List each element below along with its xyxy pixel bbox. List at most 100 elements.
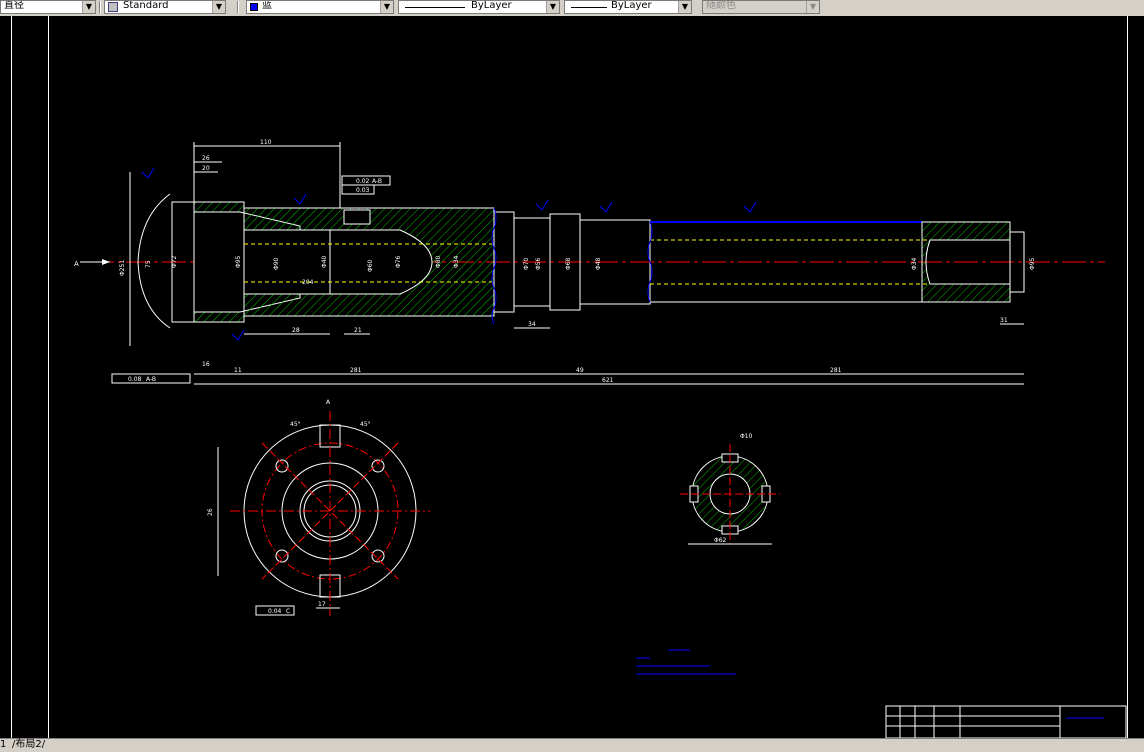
bolt-hole bbox=[371, 549, 385, 563]
dim-34: 34 bbox=[528, 321, 536, 328]
flange-diag-2 bbox=[261, 442, 399, 580]
dim-d68: Φ68 bbox=[565, 257, 572, 270]
drawing-border-left bbox=[48, 16, 49, 738]
linetype-combo[interactable]: ByLayer ▼ bbox=[398, 0, 560, 14]
flange-arc bbox=[137, 193, 171, 329]
roughness-mark bbox=[599, 201, 613, 213]
dim-d251: Φ251 bbox=[119, 260, 126, 276]
keyway-top bbox=[343, 209, 371, 225]
dim-d72: Φ72 bbox=[171, 255, 178, 268]
chevron-down-icon[interactable]: ▼ bbox=[380, 1, 393, 13]
roughness-mark bbox=[141, 167, 155, 179]
layer-color-swatch bbox=[250, 3, 258, 11]
textstyle-value: Standard bbox=[123, 0, 169, 11]
dim-d34: Φ34 bbox=[453, 255, 460, 268]
dim-d60: Φ60 bbox=[367, 259, 374, 272]
dim-d75: 75 bbox=[145, 260, 152, 268]
title-block bbox=[885, 705, 1127, 738]
dim-26: 26 bbox=[202, 155, 210, 162]
gdt-tol-4: 0.04 bbox=[268, 608, 282, 615]
gdt-tol-1: 0.02 bbox=[356, 178, 370, 185]
inner-bore-1 bbox=[243, 229, 331, 295]
dim-281b: 281 bbox=[830, 367, 842, 374]
tab-layout2-label: 布局2 bbox=[15, 739, 42, 750]
properties-toolbar: 直径 ▼ Standard ▼ 蓝 ▼ ByLayer ▼ ByLayer ▼ … bbox=[0, 0, 1144, 17]
dim-110: 110 bbox=[260, 139, 272, 146]
dim-281: 281 bbox=[350, 367, 362, 374]
toolbar-separator bbox=[99, 1, 101, 13]
inner-bore-2 bbox=[329, 229, 433, 295]
dim-d95: Φ95 bbox=[235, 255, 242, 268]
gdt-datum-3: A-B bbox=[146, 376, 156, 383]
gdt-frame-2 bbox=[341, 184, 375, 195]
dim-d48-end: Φ95 bbox=[1029, 257, 1036, 270]
dim-31: 31 bbox=[1000, 317, 1008, 324]
dim-17: 17 bbox=[318, 601, 326, 608]
roughness-mark bbox=[231, 329, 245, 341]
plotstyle-combo: 随颜色 ▼ bbox=[702, 0, 820, 14]
chevron-down-icon[interactable]: ▼ bbox=[212, 1, 225, 13]
break-line-1 bbox=[491, 207, 497, 325]
dim-20: 20 bbox=[202, 165, 210, 172]
toolbar-separator bbox=[237, 1, 239, 13]
dim-49: 49 bbox=[576, 367, 584, 374]
dim-d76: Φ76 bbox=[395, 255, 402, 268]
gdt-tol-2: 0.03 bbox=[356, 187, 370, 194]
gdt-datum-4: C bbox=[286, 608, 290, 615]
dim-21: 21 bbox=[354, 327, 362, 334]
dim-11: 11 bbox=[234, 367, 242, 374]
dim-d70: Φ70 bbox=[523, 257, 530, 270]
lineweight-value: ByLayer bbox=[611, 0, 652, 11]
chevron-down-icon[interactable]: ▼ bbox=[82, 1, 95, 13]
dim-16: 16 bbox=[202, 361, 210, 368]
tab-layout1[interactable]: 1 bbox=[0, 739, 7, 750]
view-label-a2: A bbox=[326, 399, 331, 406]
dimstyle-value: 直径 bbox=[4, 0, 24, 11]
layout-tabs: 1 /布局2/ bbox=[0, 738, 1144, 752]
layer-combo[interactable]: 蓝 ▼ bbox=[246, 0, 394, 14]
dim-d10: Φ10 bbox=[740, 433, 753, 440]
textstyle-icon bbox=[108, 2, 118, 12]
textstyle-combo[interactable]: Standard ▼ bbox=[104, 0, 226, 14]
gdt-frame-4 bbox=[255, 605, 295, 616]
roughness-mark bbox=[535, 199, 549, 211]
cad-drawing: A Φ251 75 Φ72 Φ95 Φ90 Φ40 bbox=[74, 139, 1127, 738]
roughness-mark bbox=[743, 201, 757, 213]
lineweight-combo[interactable]: ByLayer ▼ bbox=[564, 0, 692, 14]
gdt-tol-3: 0.08 bbox=[128, 376, 142, 383]
dimstyle-combo[interactable]: 直径 ▼ bbox=[0, 0, 96, 14]
gdt-datum-1: A-B bbox=[372, 178, 382, 185]
roughness-mark bbox=[293, 193, 307, 205]
lineweight-sample bbox=[571, 7, 607, 8]
drawing-canvas[interactable]: A Φ251 75 Φ72 Φ95 Φ90 Φ40 bbox=[0, 16, 1144, 738]
dim-d62: Φ62 bbox=[714, 537, 727, 544]
break-line-2 bbox=[647, 221, 653, 303]
chevron-down-icon[interactable]: ▼ bbox=[678, 1, 691, 13]
dim-621: 621 bbox=[602, 377, 614, 384]
viewport-border-left bbox=[11, 16, 12, 738]
dim-204: 204 bbox=[302, 279, 314, 286]
dim-d90: Φ90 bbox=[273, 257, 280, 270]
view-label-a: A bbox=[74, 260, 79, 268]
dim-angle-45b: 45° bbox=[360, 421, 371, 428]
plotstyle-value: 随颜色 bbox=[706, 0, 736, 11]
tab-layout2[interactable]: /布局2/ bbox=[12, 739, 46, 750]
bolt-hole bbox=[275, 459, 289, 473]
dim-d48: Φ48 bbox=[595, 257, 602, 270]
linetype-value: ByLayer bbox=[471, 0, 512, 11]
dim-d40: Φ40 bbox=[321, 255, 328, 268]
dim-d56: Φ56 bbox=[535, 257, 542, 270]
linetype-sample bbox=[405, 7, 465, 8]
chevron-down-icon[interactable]: ▼ bbox=[546, 1, 559, 13]
chevron-down-icon: ▼ bbox=[806, 1, 819, 13]
dim-28: 28 bbox=[292, 327, 300, 334]
drawing-border-right bbox=[1127, 16, 1128, 738]
bolt-hole bbox=[371, 459, 385, 473]
bolt-hole bbox=[275, 549, 289, 563]
view-arrow-head bbox=[102, 259, 110, 265]
dim-d95-flange: 26 bbox=[207, 508, 214, 516]
shaft-end-cap bbox=[1009, 231, 1025, 293]
layer-value: 蓝 bbox=[262, 0, 272, 11]
dim-d80: Φ80 bbox=[435, 255, 442, 268]
gdt-frame-3 bbox=[111, 373, 191, 384]
